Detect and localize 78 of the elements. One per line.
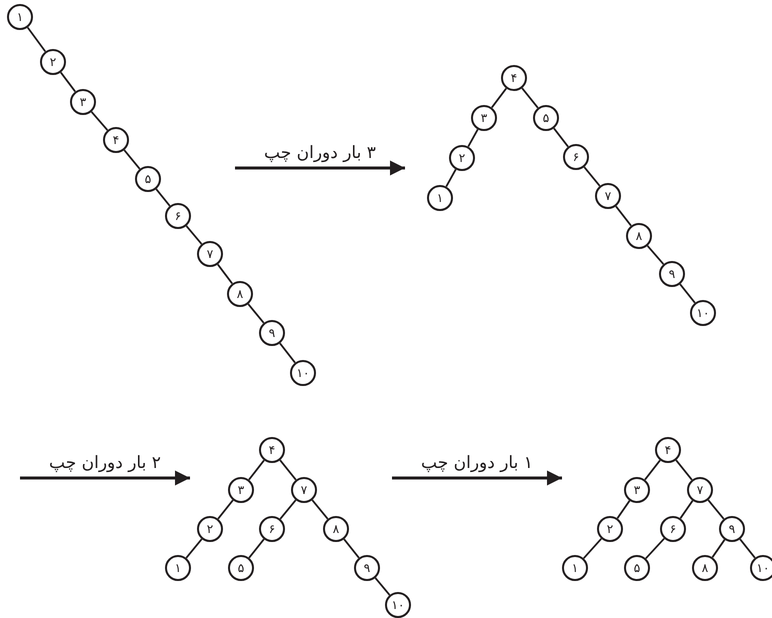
tree-edge	[186, 538, 202, 559]
arrow-label: ۲ بار دوران چپ	[47, 453, 163, 474]
tree-node-circle: ۴	[501, 65, 527, 91]
tree-edge	[124, 149, 140, 170]
tree-node-circle: ۹	[259, 320, 285, 346]
tree-node-circle: ۱۰	[290, 360, 316, 386]
tree-node-circle: ۲	[197, 516, 223, 542]
tree-node-circle: ۱	[165, 555, 191, 581]
tree-edge	[675, 460, 693, 480]
tree-edge	[343, 538, 360, 558]
tree-edge	[679, 284, 696, 304]
tree-node-circle: ۹	[354, 555, 380, 581]
tree-edge	[445, 168, 457, 188]
tree-edge	[615, 206, 632, 226]
tree-node-circle: ۴	[259, 437, 285, 463]
tree-node-circle: ۲	[597, 516, 623, 542]
tree-edge	[645, 538, 665, 560]
tree-node-circle: ۶	[563, 144, 589, 170]
tree-node-circle: ۱	[7, 4, 33, 30]
tree-node-circle: ۲	[449, 145, 475, 171]
tree-edge	[708, 499, 724, 520]
tree-edge	[521, 88, 539, 108]
tree-node-circle: ۱۰	[750, 555, 772, 581]
tree-edge	[491, 88, 507, 108]
tree-edge	[248, 538, 265, 558]
tree-node-circle: ۴	[103, 127, 129, 153]
tree-node-circle: ۸	[323, 516, 349, 542]
tree-edge	[312, 499, 328, 520]
tree-edge	[60, 72, 76, 92]
tree-edge	[583, 538, 602, 559]
tree-edge	[616, 500, 630, 519]
tree-node-circle: ۳	[471, 105, 497, 131]
tree-edge	[712, 539, 726, 558]
tree-node-circle: ۷	[291, 477, 317, 503]
tree-node-circle: ۷	[595, 183, 621, 209]
tree-node-circle: ۳	[70, 89, 96, 115]
tree-node-circle: ۷	[197, 241, 223, 267]
tree-node-circle: ۷	[687, 477, 713, 503]
tree-node-circle: ۱	[427, 185, 453, 211]
tree-node-circle: ۶	[660, 516, 686, 542]
tree-edge	[217, 264, 233, 284]
tree-node-circle: ۴	[655, 437, 681, 463]
tree-edge	[186, 225, 202, 245]
tree-node-circle: ۹	[719, 516, 745, 542]
tree-edge	[248, 460, 265, 480]
tree-node-circle: ۶	[259, 516, 285, 542]
tree-node-circle: ۸	[626, 223, 652, 249]
tree-edge	[155, 188, 171, 206]
tree-node-circle: ۵	[533, 105, 559, 131]
tree-edge	[279, 460, 297, 480]
tree-node-circle: ۱۰	[690, 300, 716, 326]
tree-edge	[644, 460, 661, 480]
tree-edge	[584, 166, 600, 187]
tree-node-circle: ۵	[228, 555, 254, 581]
tree-edge	[26, 26, 46, 52]
tree-edge	[90, 111, 108, 131]
tree-node-circle: ۸	[227, 281, 253, 307]
tree-edge	[217, 500, 234, 520]
tree-node-circle: ۶	[165, 203, 191, 229]
tree-node-circle: ۹	[659, 261, 685, 287]
tree-node-circle: ۱	[562, 555, 588, 581]
tree-node-circle: ۳	[624, 477, 650, 503]
tree-node-circle: ۱۰	[385, 592, 411, 618]
tree-node-circle: ۳	[228, 477, 254, 503]
arrow-label: ۳ بار دوران چپ	[262, 143, 378, 164]
tree-edge	[280, 499, 296, 520]
tree-edge	[553, 128, 569, 148]
tree-node-circle: ۸	[692, 555, 718, 581]
tree-edge	[279, 342, 296, 364]
tree-edge	[467, 128, 479, 148]
tree-edge	[646, 245, 664, 265]
tree-edge	[374, 577, 390, 596]
tree-node-circle: ۵	[624, 555, 650, 581]
tree-edge	[739, 538, 756, 558]
tree-node-circle: ۲	[40, 49, 66, 75]
tree-node-circle: ۵	[135, 166, 161, 192]
tree-edge	[680, 500, 694, 519]
tree-edge	[248, 303, 264, 324]
